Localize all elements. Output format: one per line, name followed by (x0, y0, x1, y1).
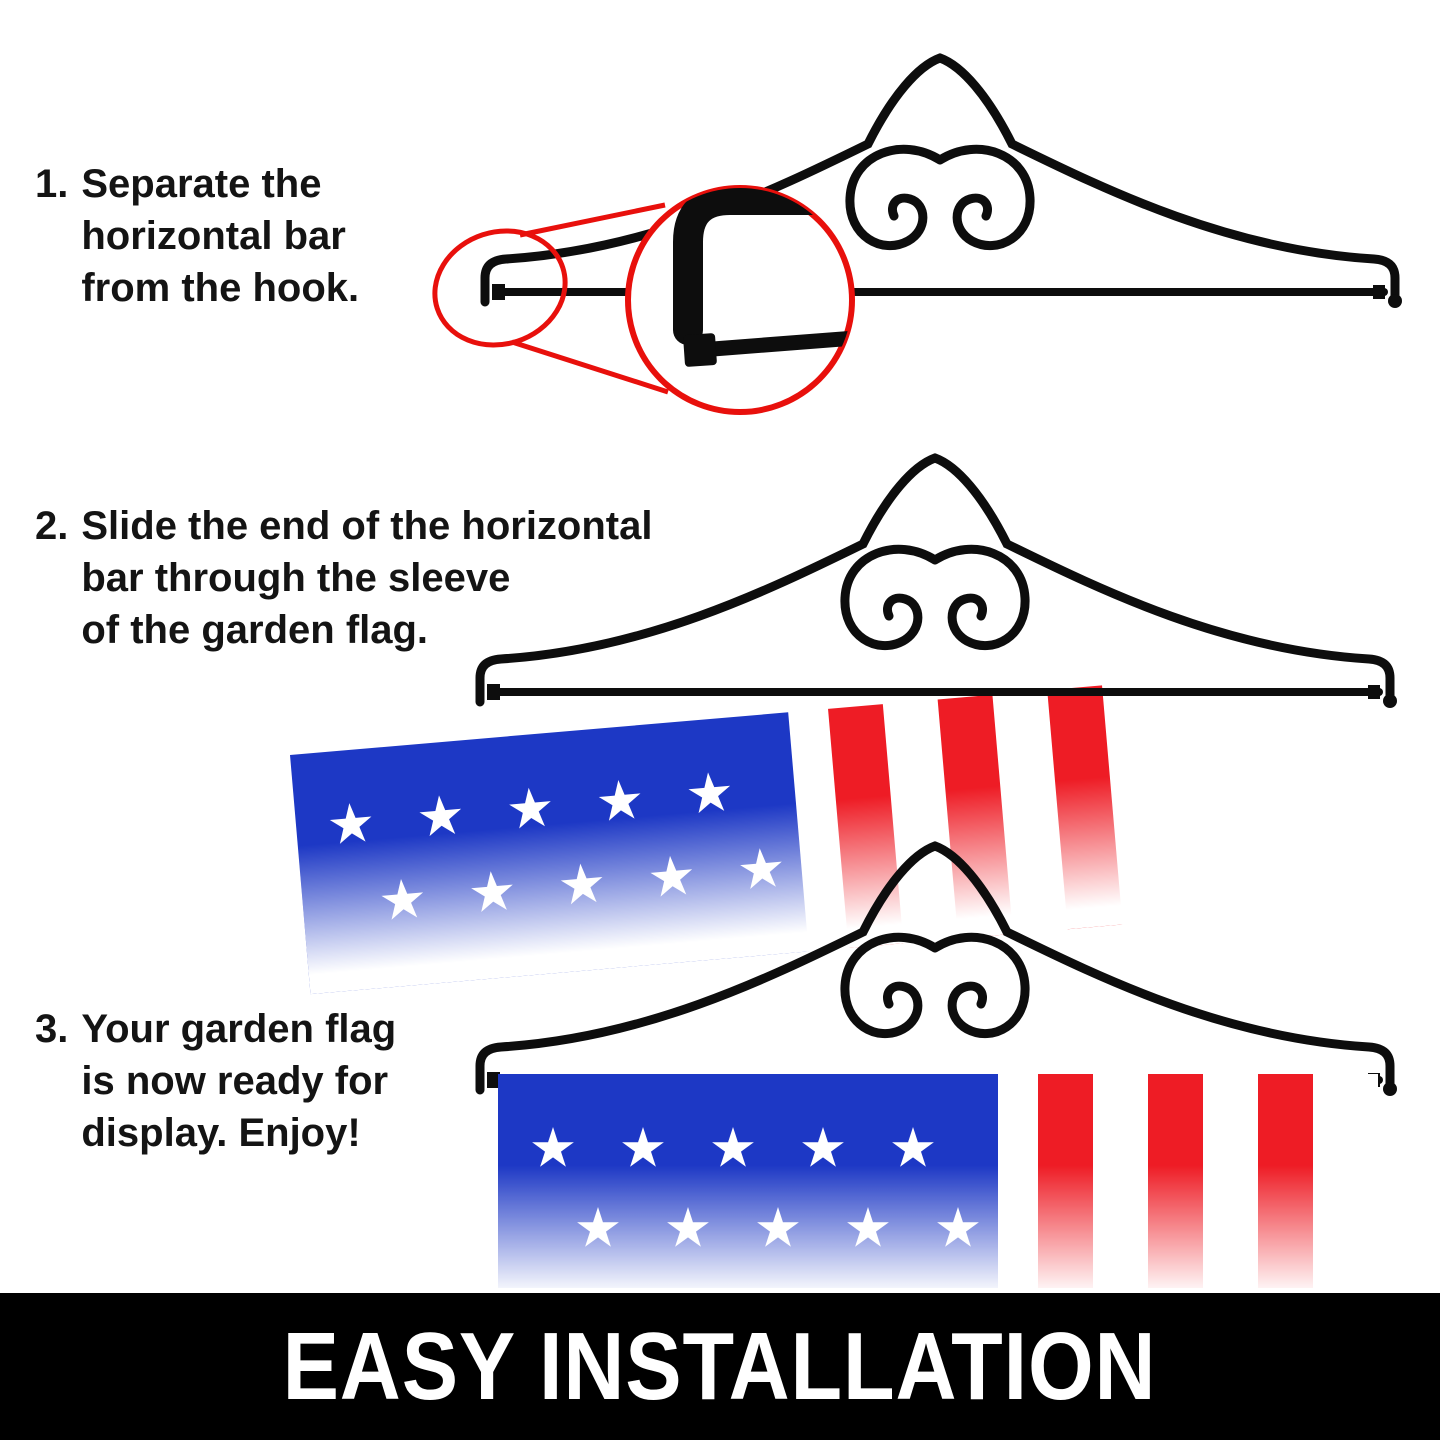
callout-source-circle (432, 228, 568, 348)
magnified-hook-detail (673, 188, 852, 367)
step-1-illustration (432, 20, 1440, 415)
callout-line-bottom (511, 339, 669, 395)
step-3-number: 3. (35, 1007, 69, 1051)
step-3-illustration (430, 828, 1440, 1288)
hanging-american-flag (498, 1074, 1378, 1288)
step-2-body: Slide the end of the horizontal bar thro… (81, 504, 653, 652)
step-3-body: Your garden flag is now ready for displa… (81, 1007, 397, 1155)
flag-hanger-graphic (485, 58, 1402, 308)
step-1-number: 1. (35, 162, 69, 206)
step-1-body: Separate the horizontal bar from the hoo… (81, 162, 360, 310)
step-3-text: 3. Your garden flag is now ready for dis… (35, 1003, 396, 1159)
callout-line-top (519, 202, 666, 238)
banner-title: EASY INSTALLATION (283, 1312, 1157, 1420)
step-2-number: 2. (35, 504, 69, 548)
bottom-banner: EASY INSTALLATION (0, 1293, 1440, 1440)
magnifier-circle (625, 185, 855, 415)
flag-hanger-graphic (480, 846, 1397, 1096)
step-1-text: 1. Separate the horizontal bar from the … (35, 158, 359, 314)
tilted-american-flag (290, 680, 1187, 994)
step-2-text: 2. Slide the end of the horizontal bar t… (35, 500, 652, 656)
